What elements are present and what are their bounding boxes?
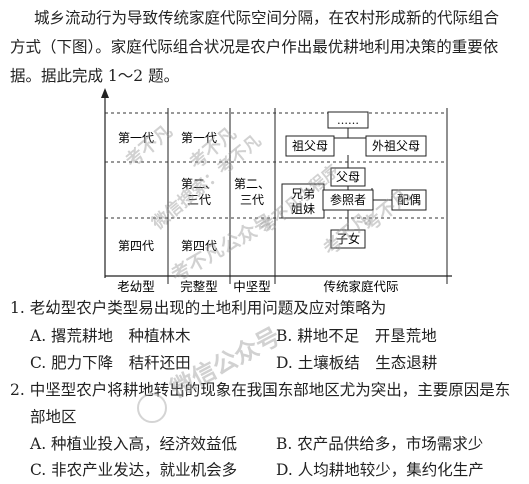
q1-option-b: B. 耕地不足 开垦荒地	[276, 327, 437, 345]
family-paternal-grandparents: 祖父母	[292, 138, 328, 153]
q1-stem: 1. 老幼型农户类型易出现的土地利用问题及应对策略为	[10, 299, 387, 317]
type-traditional: 传统家庭代际	[323, 279, 398, 294]
family-parents: 父母	[336, 170, 360, 184]
q2-stem-line-1: 2. 中坚型农户将耕地转出的现象在我国东部地区尤为突出，主要原因是东	[10, 381, 511, 399]
q1-option-d: D. 土壤板结 生态退耕	[276, 354, 438, 372]
intro-line-1: 城乡流动行为导致传统家庭代际空间分隔，在农村形成新的代际组合	[34, 9, 500, 27]
intro-line-3: 据。据此完成 1～2 题。	[10, 67, 180, 85]
mid-gen23-label-2: 三代	[240, 193, 264, 207]
family-siblings-1: 兄弟	[291, 187, 315, 201]
q2-option-b: B. 农产品供给多，市场需求少	[276, 435, 484, 453]
q1-option-c: C. 肥力下降 秸秆还田	[30, 354, 191, 372]
q2-option-d: D. 人均耕地较少，集约化生产	[276, 461, 484, 479]
family-siblings-2: 姐妹	[291, 202, 315, 216]
family-children: 子女	[336, 231, 360, 246]
q2-stem-line-2: 部地区	[30, 408, 77, 426]
family-top-dots: ……	[337, 114, 359, 127]
family-generation-diagram: 第一代 第四代 第一代 第二、 三代 第四代 第二、 三代 …… 祖父母 外祖父…	[101, 88, 452, 294]
strong-gen1-label: 第一代	[181, 131, 217, 145]
mid-gen23-label-1: 第二、	[234, 177, 270, 191]
intro-line-2: 方式（下图）。家庭代际组合状况是农户作出最优耕地利用决策的重要依	[10, 38, 499, 56]
q1-option-a: A. 撂荒耕地 种植林木	[30, 327, 191, 345]
strong-gen23-label-1: 第二、	[181, 177, 217, 191]
strong-gen23-label-2: 三代	[187, 193, 211, 207]
type-complete: 完整型	[180, 279, 218, 294]
family-maternal-grandparents: 外祖父母	[372, 138, 420, 153]
family-ego: 参照者	[330, 192, 366, 207]
q2-option-c: C. 非农产业发达，就业机会多	[30, 461, 238, 479]
q2-option-a: A. 种植业投入高，经济效益低	[30, 435, 238, 453]
strong-gen4-label: 第四代	[181, 239, 217, 253]
elder-gen4-label: 第四代	[118, 239, 154, 253]
family-spouse: 配偶	[397, 193, 421, 207]
elder-gen1-label: 第一代	[118, 131, 154, 145]
type-elder-young: 老幼型	[117, 279, 155, 294]
type-middle-strong: 中坚型	[233, 279, 271, 294]
